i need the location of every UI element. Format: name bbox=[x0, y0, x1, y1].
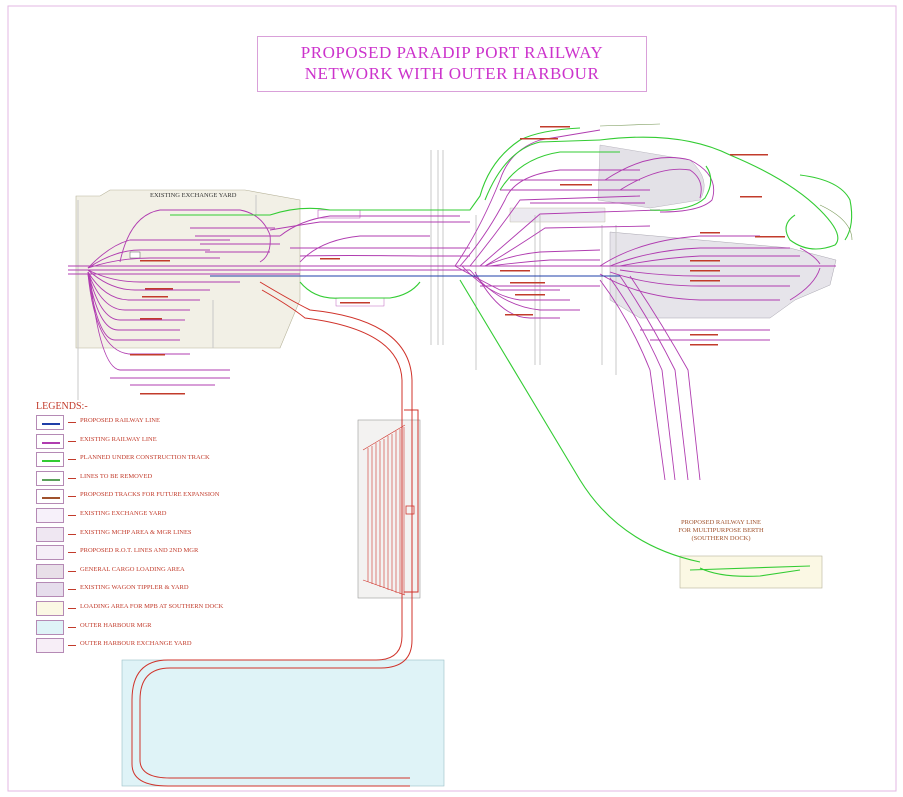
legend-leader bbox=[68, 570, 76, 572]
legend-leader bbox=[68, 533, 76, 535]
title-line-1: PROPOSED PARADIP PORT RAILWAY bbox=[300, 43, 604, 62]
legend-item: OUTER HARBOUR EXCHANGE YARD bbox=[36, 638, 296, 654]
southern-dock-label-line-1: PROPOSED RAILWAY LINE bbox=[681, 519, 761, 526]
legend-label: OUTER HARBOUR EXCHANGE YARD bbox=[80, 640, 192, 648]
legend-item: PROPOSED R.O.T. LINES AND 2ND MGR bbox=[36, 545, 296, 561]
southern-dock-label: PROPOSED RAILWAY LINE FOR MULTIPURPOSE B… bbox=[666, 519, 776, 543]
legend-item: LINES TO BE REMOVED bbox=[36, 470, 296, 487]
legend-item: PLANNED UNDER CONSTRUCTION TRACK bbox=[36, 452, 296, 468]
legend-line-sample bbox=[42, 460, 60, 463]
existing-exchange-yard-label: EXISTING EXCHANGE YARD bbox=[150, 192, 237, 199]
legend-line-sample bbox=[42, 441, 60, 444]
legend-label: PLANNED UNDER CONSTRUCTION TRACK bbox=[80, 454, 210, 462]
legend-item: OUTER HARBOUR MGR bbox=[36, 619, 296, 636]
legend-leader bbox=[68, 422, 76, 423]
legend-swatch bbox=[36, 452, 64, 468]
legend-swatch bbox=[36, 638, 64, 654]
legend-leader bbox=[68, 626, 76, 628]
mchp-area bbox=[597, 144, 705, 209]
legend-item: EXISTING EXCHANGE YARD bbox=[36, 508, 296, 524]
legend-leader bbox=[68, 552, 76, 554]
legend-swatch bbox=[36, 489, 64, 505]
legend-label: EXISTING MCHP AREA & MGR LINES bbox=[80, 528, 192, 536]
southern-dock-label-line-2: FOR MULTIPURPOSE BERTH bbox=[678, 527, 764, 534]
legend-leader bbox=[68, 608, 76, 609]
legend-leader bbox=[68, 496, 76, 498]
legend-swatch bbox=[36, 415, 64, 430]
title-line-2: NETWORK WITH OUTER HARBOUR bbox=[304, 64, 600, 83]
legend-leader bbox=[68, 440, 76, 442]
legend-swatch bbox=[36, 433, 64, 449]
legend-swatch bbox=[36, 563, 64, 579]
legend-swatch bbox=[36, 601, 64, 616]
legend-leader bbox=[68, 645, 76, 647]
title-box: PROPOSED PARADIP PORT RAILWAY NETWORK WI… bbox=[257, 36, 647, 92]
legend-item: PROPOSED TRACKS FOR FUTURE EXPANSION bbox=[36, 489, 296, 505]
legend-label: OUTER HARBOUR MGR bbox=[80, 621, 152, 629]
legend-item: EXISTING WAGON TIPPLER & YARD bbox=[36, 582, 296, 598]
legend-label: LOADING AREA FOR MPB AT SOUTHERN DOCK bbox=[80, 603, 224, 610]
legend-swatch bbox=[36, 582, 64, 598]
legend-label: EXISTING EXCHANGE YARD bbox=[80, 510, 167, 517]
legend-leader bbox=[68, 515, 76, 516]
legend-swatch bbox=[36, 619, 64, 635]
legend-leader bbox=[68, 459, 76, 461]
outer-harbour-mgr-area bbox=[121, 659, 445, 787]
legend-item: PROPOSED RAILWAY LINE bbox=[36, 415, 296, 431]
wagon-tippler-yard-area bbox=[609, 231, 837, 319]
legend-item: EXISTING RAILWAY LINE bbox=[36, 433, 296, 450]
legend-swatch bbox=[36, 545, 64, 561]
legend-label: GENERAL CARGO LOADING AREA bbox=[80, 565, 185, 573]
legend-line-sample bbox=[42, 423, 60, 425]
legend-label: PROPOSED R.O.T. LINES AND 2ND MGR bbox=[80, 547, 199, 555]
legend-label: EXISTING RAILWAY LINE bbox=[80, 435, 157, 443]
legend-item: EXISTING MCHP AREA & MGR LINES bbox=[36, 526, 296, 543]
legend-item: GENERAL CARGO LOADING AREA bbox=[36, 563, 296, 580]
southern-dock-loading-area bbox=[679, 555, 823, 589]
legend-leader bbox=[68, 589, 76, 591]
legend-line-sample bbox=[42, 478, 60, 481]
existing-exchange-yard-area bbox=[75, 189, 301, 349]
legend-label: LINES TO BE REMOVED bbox=[80, 472, 153, 480]
legend-label: PROPOSED TRACKS FOR FUTURE EXPANSION bbox=[80, 491, 220, 499]
southern-dock-label-line-3: (SOUTHERN DOCK) bbox=[691, 535, 751, 542]
legend-line-sample bbox=[42, 497, 60, 500]
legend-leader bbox=[68, 477, 76, 479]
legend-swatch bbox=[36, 508, 64, 523]
legend-item: LOADING AREA FOR MPB AT SOUTHERN DOCK bbox=[36, 601, 296, 617]
legend-swatch bbox=[36, 526, 64, 542]
legend-title: LEGENDS:- bbox=[36, 401, 88, 412]
legend-swatch bbox=[36, 470, 64, 486]
general-cargo-area bbox=[509, 207, 606, 223]
legend-label: PROPOSED RAILWAY LINE bbox=[80, 417, 160, 424]
outer-harbour-exchange-yard bbox=[357, 419, 421, 599]
legend-label: EXISTING WAGON TIPPLER & YARD bbox=[80, 584, 189, 592]
